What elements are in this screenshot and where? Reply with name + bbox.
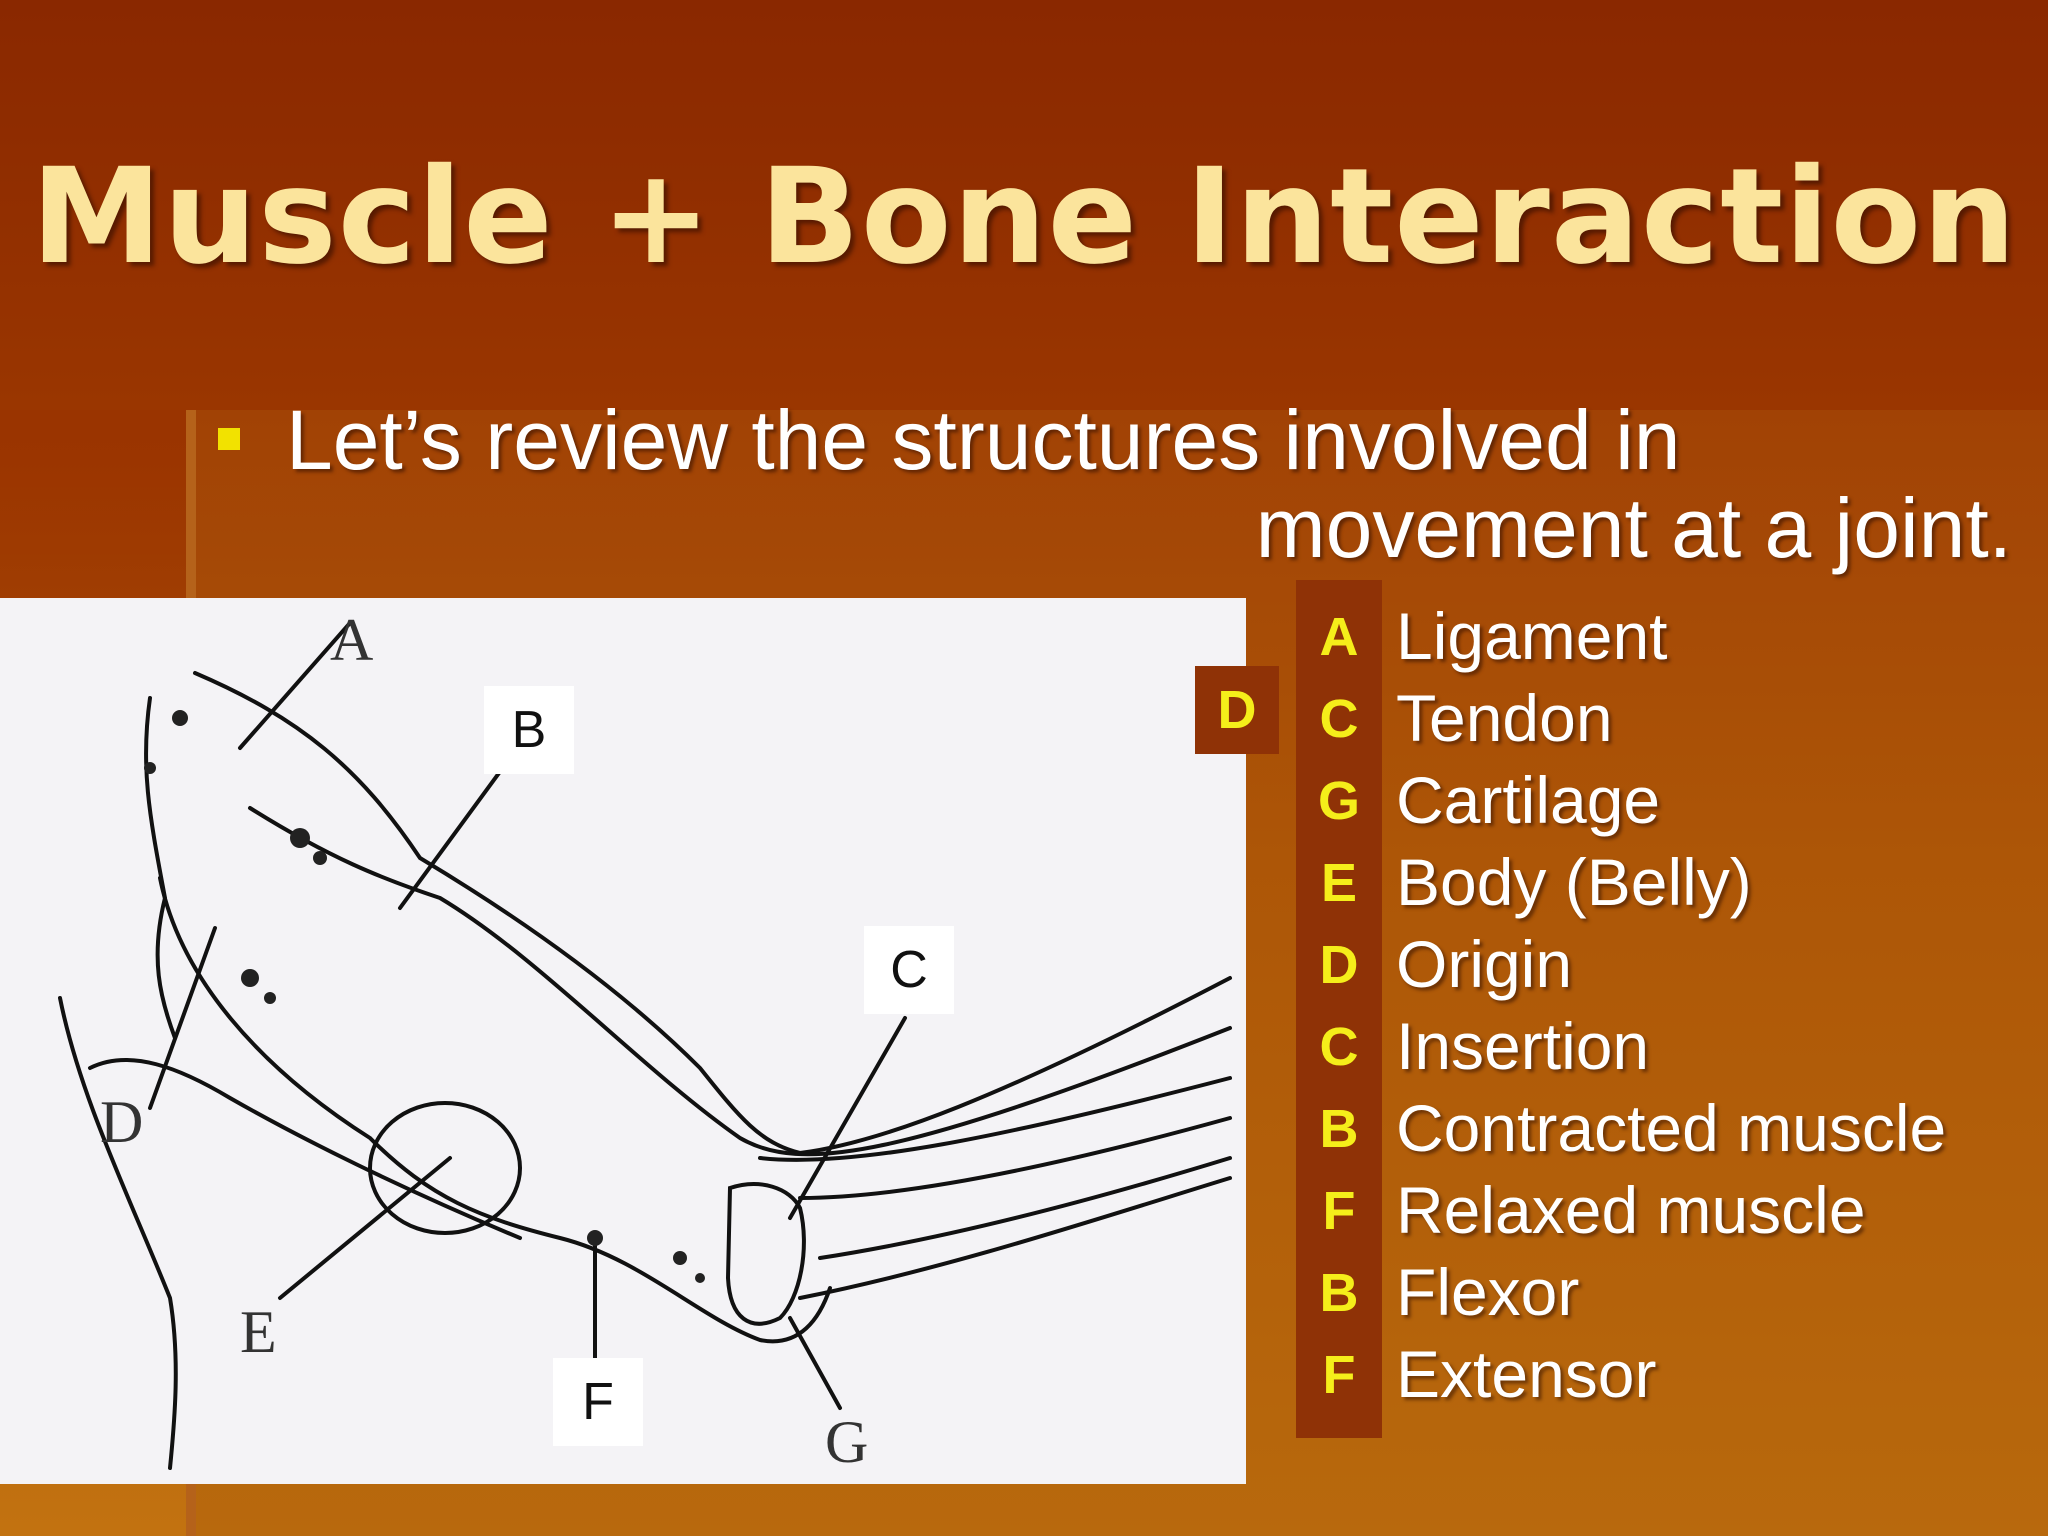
key-answer-letter: A (1319, 607, 1359, 667)
key-answer-letter: F (1322, 1345, 1356, 1405)
key-term: Relaxed muscle (1396, 1173, 1866, 1247)
arm-diagram: A D E G B C F (0, 598, 1246, 1484)
diagram-letter-g: G (825, 1409, 869, 1475)
arm-drawing (58, 621, 1232, 1470)
key-term: Body (Belly) (1396, 845, 1752, 919)
key-term: Extensor (1396, 1337, 1657, 1411)
header-band (0, 0, 2048, 410)
label-box-c: C (864, 926, 954, 1014)
key-answer-letter: C (1319, 1017, 1359, 1077)
slide-title: Muscle + Bone Interaction (30, 140, 2018, 294)
key-term: Ligament (1396, 599, 1668, 673)
key-answer-letter: D (1319, 935, 1359, 995)
label-box-b: B (484, 686, 574, 774)
key-answer-letter: C (1319, 689, 1359, 749)
bullet-text-line-2: movement at a joint. (1255, 481, 2012, 575)
key-answer-letter: B (1319, 1099, 1359, 1159)
key-term: Insertion (1396, 1009, 1650, 1083)
key-answer-letter: G (1317, 771, 1360, 831)
key-answer-letter: B (1319, 1263, 1359, 1323)
answer-column (1296, 580, 1382, 1438)
diagram-letter-e: E (240, 1299, 277, 1365)
key-answer-letter: E (1320, 853, 1358, 913)
key-term: Contracted muscle (1396, 1091, 1947, 1165)
floating-answer-badge: D (1195, 666, 1279, 754)
diagram-letter-a: A (330, 607, 374, 673)
label-box-f: F (553, 1358, 643, 1446)
key-term: Origin (1396, 927, 1573, 1001)
bullet-square-icon (218, 428, 240, 450)
bullet-text-line-1: Let’s review the structures involved in (286, 393, 1681, 487)
key-term: Flexor (1396, 1255, 1580, 1329)
key-term: Tendon (1396, 681, 1613, 755)
key-answer-letter: F (1322, 1181, 1356, 1241)
key-term: Cartilage (1396, 763, 1661, 837)
diagram-letter-d: D (100, 1089, 144, 1155)
